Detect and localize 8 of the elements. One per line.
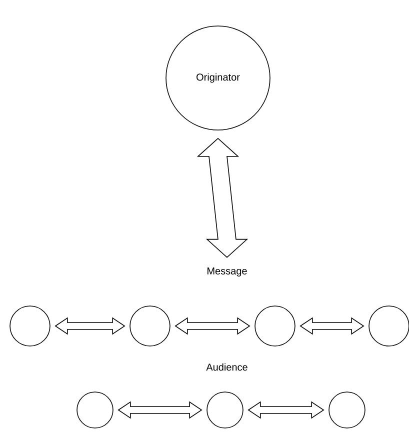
audience-circle [206,392,244,428]
audience-circle [254,306,296,346]
audience-circle [10,306,50,346]
audience-circle [328,392,366,428]
group-label: Audience [206,363,248,371]
audience-circle [76,392,114,428]
audience-circle [130,306,170,346]
node-label: Message [208,268,247,276]
